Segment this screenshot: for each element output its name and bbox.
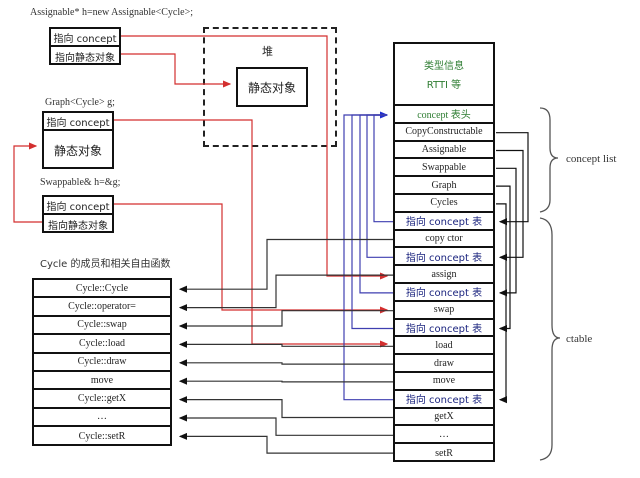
assignable-concept-pointer: 指向 concept [51, 29, 119, 47]
type-table-row: Swappable [395, 159, 493, 178]
member-impl-wire [178, 359, 393, 367]
concept-table-pointer-row: 指向 concept 表 [395, 284, 493, 302]
type-table-row: load [395, 337, 493, 356]
member-row: Cycle::Cycle [34, 280, 170, 299]
ctable-brace [539, 217, 561, 461]
assignable-static-wire [121, 53, 232, 88]
heap-static-object: 静态对象 [236, 67, 308, 107]
member-row: Cycle::swap [34, 317, 170, 336]
ctable-label: ctable [566, 333, 593, 345]
type-table-row: assign [395, 266, 493, 284]
type-info-header: 类型信息 RTTI 等 [395, 44, 493, 106]
concept-pointer-wire [359, 114, 393, 294]
type-info-label: 类型信息 [424, 61, 464, 72]
concept-list-link-wire [496, 203, 508, 404]
members-title: Cycle 的成员和相关自由函数 [40, 259, 171, 270]
member-row: … [34, 409, 170, 428]
concept-pointer-wire [373, 111, 393, 223]
member-impl-wire [178, 414, 393, 436]
assignable-concept-wire [121, 35, 389, 280]
member-impl-wire [178, 377, 393, 385]
member-impl-wire [178, 340, 393, 348]
concept-list-label: concept list [566, 153, 617, 165]
type-table-row: CopyConstructable [395, 124, 493, 142]
rtti-label: RTTI 等 [426, 80, 462, 91]
type-table-row: Assignable [395, 142, 493, 160]
member-row: Cycle::operator= [34, 298, 170, 317]
member-row: Cycle::draw [34, 354, 170, 372]
heap-title: 堆 [262, 45, 273, 58]
concept-list-link-wire [496, 132, 529, 226]
type-table-row: move [395, 373, 493, 391]
member-impl-wire [178, 238, 393, 293]
swappable-static-object-pointer: 指向静态对象 [48, 220, 108, 232]
member-impl-wire [178, 396, 393, 419]
concept-list-link-wire [496, 185, 511, 333]
swappable-object: 指向 concept 指向静态对象 [42, 195, 114, 233]
heap-region [203, 27, 337, 147]
swappable-declaration: Swappable& h=&g; [40, 177, 121, 188]
member-impl-wire [178, 310, 393, 330]
concept-list-link-wire [496, 167, 517, 297]
type-table-row: copy ctor [395, 231, 493, 249]
concept-pointer-wire [366, 114, 393, 258]
concept-table-pointer-row: 指向 concept 表 [395, 248, 493, 267]
type-table-row: Graph [395, 177, 493, 195]
concept-list-brace [539, 107, 559, 213]
type-table-row: Cycles [395, 195, 493, 213]
concept-table-pointer-row: 指向 concept 表 [395, 391, 493, 409]
swappable-concept-wire [114, 203, 389, 314]
type-table-row: … [395, 426, 493, 445]
assignable-static-object-pointer: 指向静态对象 [55, 52, 115, 64]
swappable-static-wire [13, 142, 42, 223]
graph-concept-pointer: 指向 concept [44, 113, 112, 131]
type-table-row: concept 表头 [395, 106, 493, 124]
type-table-row: draw [395, 355, 493, 373]
graph-static-object: 静态对象 [53, 143, 102, 158]
graph-declaration: Graph<Cycle> g; [45, 97, 115, 108]
assignable-declaration: Assignable* h=new Assignable<Cycle>; [30, 7, 194, 18]
concept-list-link-wire [496, 149, 524, 261]
assignable-object: 指向 concept 指向静态对象 [49, 27, 121, 65]
member-row: move [34, 372, 170, 391]
member-impl-wire [178, 274, 393, 312]
member-row: Cycle::load [34, 335, 170, 354]
graph-concept-wire [114, 119, 389, 348]
swappable-concept-pointer: 指向 concept [44, 197, 112, 215]
concept-table-pointer-row: 指向 concept 表 [395, 213, 493, 231]
type-table-row: setR [435, 447, 453, 459]
member-row: Cycle::setR [78, 430, 126, 442]
type-table-row: swap [395, 302, 493, 320]
graph-object: 指向 concept 静态对象 [42, 111, 114, 169]
type-table-row: getX [395, 409, 493, 427]
concept-table-pointer-row: 指向 concept 表 [395, 320, 493, 338]
concept-pointer-wire [343, 114, 393, 401]
member-impl-wire [178, 432, 393, 454]
member-row: Cycle::getX [34, 390, 170, 409]
